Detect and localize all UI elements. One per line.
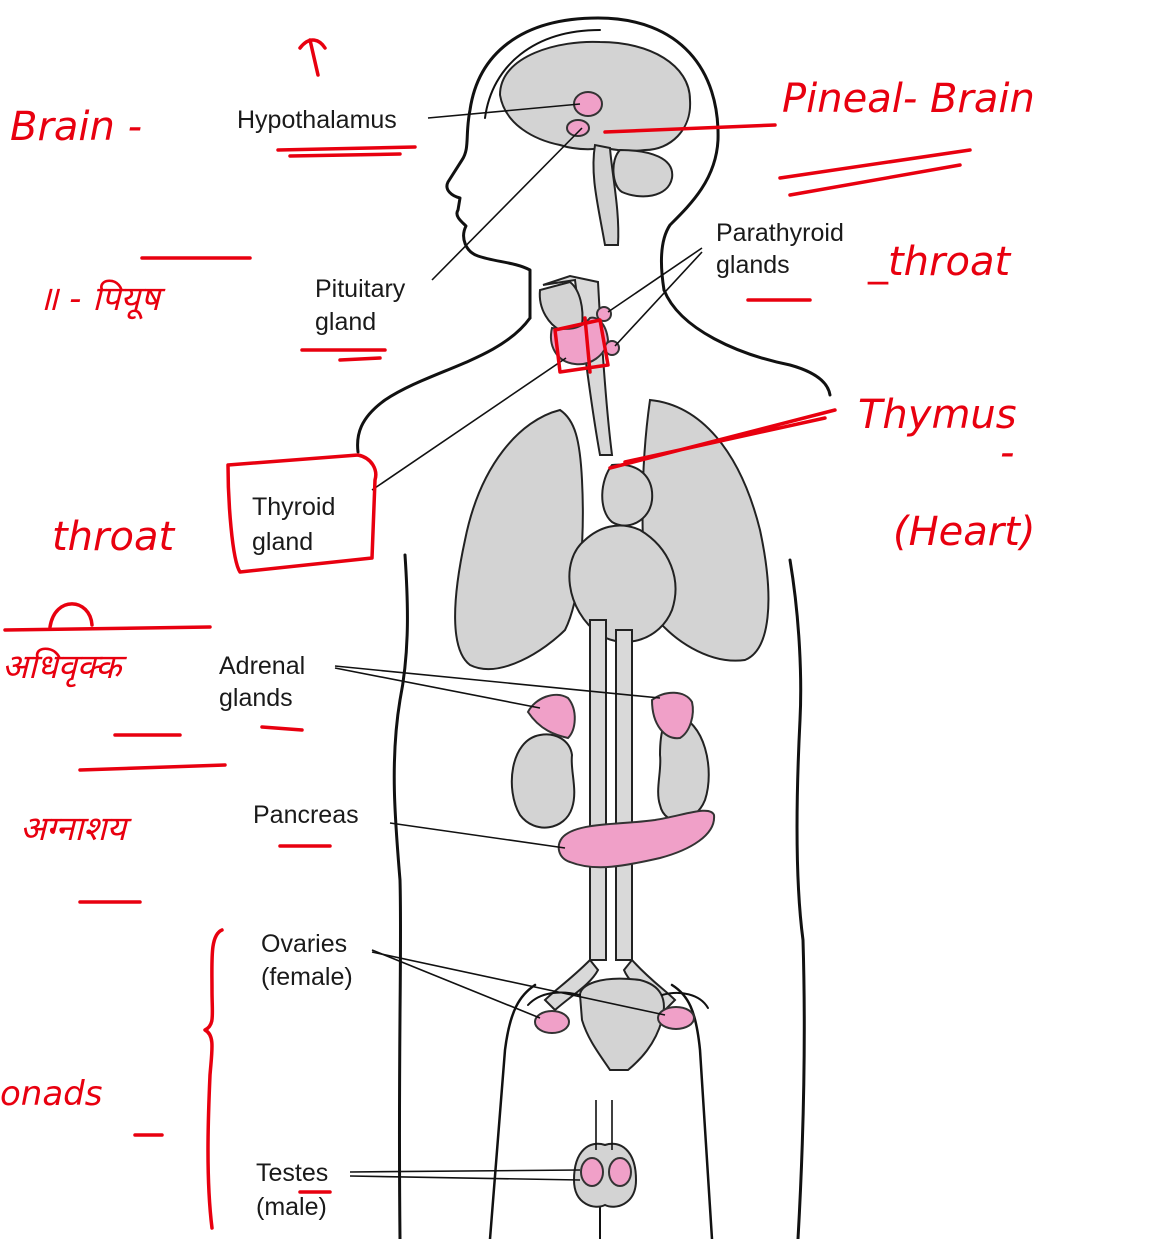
annotation-adrenal-note: अधिवृक्क: [2, 647, 127, 688]
label-adrenal-2: glands: [219, 684, 293, 712]
pituitary-gland: [567, 120, 589, 136]
annotation-throat-left: throat: [52, 514, 175, 560]
label-testes-1: Testes: [256, 1159, 328, 1187]
annotation-thymus: Thymus: [858, 392, 1017, 438]
ink-hypothalamus-mark: [300, 40, 325, 75]
label-adrenal-1: Adrenal: [219, 652, 305, 680]
annotation-heart: (Heart): [893, 509, 1036, 555]
testes: [574, 1100, 636, 1207]
ink-underline-hypothalamus: [278, 147, 415, 156]
ink-underline-pineal: [780, 150, 970, 195]
label-ovaries-1: Ovaries: [261, 930, 347, 958]
label-pancreas: Pancreas: [253, 801, 359, 829]
adrenal-glands: [528, 693, 693, 738]
label-hypothalamus: Hypothalamus: [237, 106, 397, 134]
label-parathyroid-2: glands: [716, 251, 790, 279]
label-parathyroid-1: Parathyroid: [716, 219, 844, 247]
ink-adrenal-hindi-arc: [50, 604, 92, 627]
label-thyroid-2: gland: [252, 528, 313, 556]
annotation-brain-left: Brain -: [10, 104, 142, 150]
annotation-gonads: onads: [0, 1074, 102, 1114]
annotation-throat-right: _throat: [867, 239, 1011, 285]
label-pituitary-1: Pituitary: [315, 275, 406, 303]
annotation-pancreas-note: अग्नाशय: [20, 809, 132, 849]
pancreas-gland: [559, 811, 714, 868]
annotation-pineal: Pineal- Brain: [782, 76, 1035, 122]
brain: [500, 42, 690, 245]
thymus-gland: [602, 465, 652, 526]
label-ovaries-2: (female): [261, 963, 353, 991]
label-thyroid-1: Thyroid: [252, 493, 335, 521]
annotation-pituitary-note: ॥ - पियूष: [38, 279, 166, 320]
label-testes-2: (male): [256, 1193, 327, 1221]
label-pituitary-2: gland: [315, 308, 376, 336]
ink-underline-pituitary: [302, 350, 385, 360]
ink-ovary-brace: [205, 930, 222, 1228]
annotation-thymus-dash: -: [1000, 430, 1014, 476]
